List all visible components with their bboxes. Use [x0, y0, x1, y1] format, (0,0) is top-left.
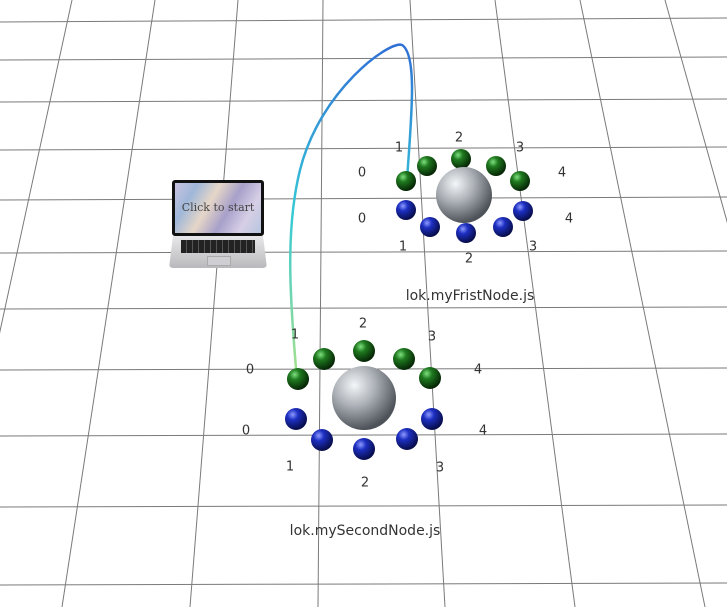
port-label-bottom-0: 0: [241, 423, 251, 439]
node-title: lok.myFristNode.js: [405, 288, 535, 304]
port-label-top-2: 2: [454, 130, 464, 146]
port-bottom-3[interactable]: [396, 428, 418, 450]
port-label-bottom-0: 0: [357, 211, 367, 227]
port-label-top-0: 0: [357, 165, 367, 181]
port-bottom-3[interactable]: [493, 217, 513, 237]
port-label-top-3: 3: [515, 140, 525, 156]
port-label-bottom-3: 3: [435, 460, 445, 476]
port-bottom-1[interactable]: [420, 217, 440, 237]
port-bottom-1[interactable]: [311, 429, 333, 451]
port-label-bottom-4: 4: [478, 423, 488, 439]
laptop-keyboard-base: [169, 236, 267, 268]
port-top-1[interactable]: [313, 348, 335, 370]
laptop-screen[interactable]: Click to start: [172, 180, 264, 236]
node-second[interactable]: [285, 340, 443, 460]
port-label-bottom-4: 4: [564, 211, 574, 227]
port-label-top-0: 0: [245, 362, 255, 378]
port-label-top-1: 1: [290, 327, 300, 343]
port-bottom-0[interactable]: [396, 200, 416, 220]
node-core-sphere[interactable]: [436, 167, 492, 223]
connection-cable[interactable]: [288, 43, 414, 381]
port-bottom-4[interactable]: [513, 201, 533, 221]
port-top-0[interactable]: [396, 171, 416, 191]
node-core-sphere[interactable]: [332, 366, 396, 430]
port-label-bottom-1: 1: [398, 239, 408, 255]
port-top-4[interactable]: [419, 367, 441, 389]
port-label-top-3: 3: [427, 329, 437, 345]
port-label-bottom-2: 2: [464, 251, 474, 267]
port-top-2[interactable]: [451, 149, 471, 169]
keyboard-icon: [181, 240, 255, 253]
port-top-1[interactable]: [417, 156, 437, 176]
trackpad: [207, 256, 231, 266]
node-first[interactable]: [396, 149, 533, 243]
port-top-0[interactable]: [287, 368, 309, 390]
port-bottom-2[interactable]: [456, 223, 476, 243]
port-label-top-1: 1: [394, 140, 404, 156]
port-top-4[interactable]: [510, 171, 530, 191]
port-bottom-0[interactable]: [285, 408, 307, 430]
port-label-top-4: 4: [557, 165, 567, 181]
port-label-bottom-3: 3: [528, 239, 538, 255]
port-top-3[interactable]: [486, 156, 506, 176]
port-bottom-4[interactable]: [421, 408, 443, 430]
port-label-bottom-2: 2: [360, 475, 370, 491]
port-label-top-4: 4: [473, 362, 483, 378]
port-bottom-2[interactable]: [353, 438, 375, 460]
port-label-bottom-1: 1: [285, 459, 295, 475]
laptop-screen-text: Click to start: [181, 201, 255, 214]
port-label-top-2: 2: [358, 316, 368, 332]
laptop-3d-object[interactable]: Click to start: [169, 180, 267, 270]
node-title: lok.mySecondNode.js: [289, 523, 441, 539]
port-top-3[interactable]: [393, 348, 415, 370]
port-top-2[interactable]: [353, 340, 375, 362]
